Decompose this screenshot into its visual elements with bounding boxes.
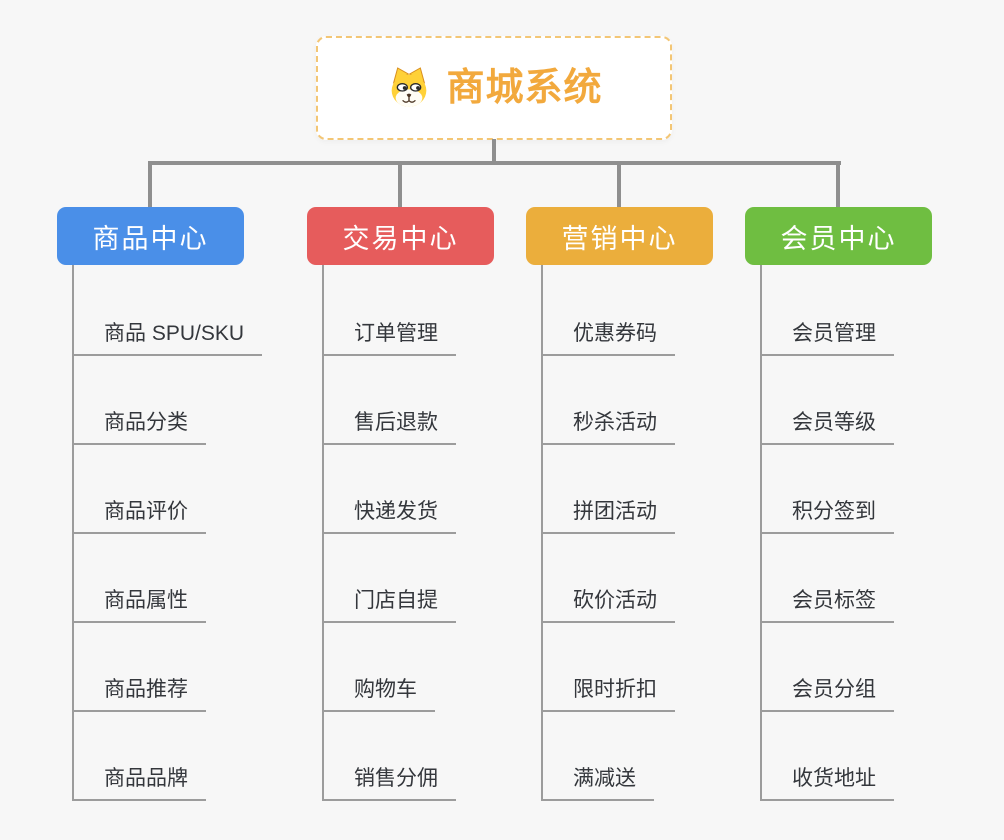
topic-product-category[interactable]: 商品分类 <box>72 409 206 445</box>
connector-drop-branch-marketing <box>617 165 621 207</box>
connector-drop-branch-products <box>148 165 152 207</box>
topic-shopping-cart[interactable]: 购物车 <box>322 676 435 712</box>
topic-points-checkin[interactable]: 积分签到 <box>760 498 894 534</box>
branch-column-marketing: 营销中心 优惠券码 秒杀活动 拼团活动 砍价活动 限时折扣 满减送 <box>526 207 766 827</box>
topic-sales-commission[interactable]: 销售分佣 <box>322 765 456 801</box>
branch-column-products: 商品中心 商品 SPU/SKU 商品分类 商品评价 商品属性 商品推荐 商品品牌 <box>57 207 297 827</box>
connector-horizontal <box>148 161 841 165</box>
branch-node-marketing[interactable]: 营销中心 <box>526 207 713 265</box>
connector-root-drop <box>492 139 496 165</box>
branch-column-trade: 交易中心 订单管理 售后退款 快递发货 门店自提 购物车 销售分佣 <box>307 207 547 827</box>
topic-bargain-activity[interactable]: 砍价活动 <box>541 587 675 623</box>
connector-drop-branch-members <box>836 165 840 207</box>
topic-flash-sale[interactable]: 秒杀活动 <box>541 409 675 445</box>
topic-full-reduction[interactable]: 满减送 <box>541 765 654 801</box>
topic-product-attribute[interactable]: 商品属性 <box>72 587 206 623</box>
topic-product-recommend[interactable]: 商品推荐 <box>72 676 206 712</box>
topic-store-pickup[interactable]: 门店自提 <box>322 587 456 623</box>
topic-product-brand[interactable]: 商品品牌 <box>72 765 206 801</box>
topic-member-level[interactable]: 会员等级 <box>760 409 894 445</box>
dog-face-icon <box>392 67 427 107</box>
topic-product-review[interactable]: 商品评价 <box>72 498 206 534</box>
topic-group-buy[interactable]: 拼团活动 <box>541 498 675 534</box>
root-node[interactable]: 商城系统 <box>316 36 672 140</box>
connector-drop-branch-trade <box>398 165 402 207</box>
branch-node-products[interactable]: 商品中心 <box>57 207 244 265</box>
topic-member-groups[interactable]: 会员分组 <box>760 676 894 712</box>
branch-node-trade[interactable]: 交易中心 <box>307 207 494 265</box>
topic-product-spu-sku[interactable]: 商品 SPU/SKU <box>72 320 263 356</box>
topic-coupon-code[interactable]: 优惠券码 <box>541 320 675 356</box>
topic-order-management[interactable]: 订单管理 <box>322 320 456 356</box>
root-title: 商城系统 <box>446 67 603 109</box>
topic-limited-time-discount[interactable]: 限时折扣 <box>541 676 675 712</box>
topic-member-tags[interactable]: 会员标签 <box>760 587 894 623</box>
branch-node-members[interactable]: 会员中心 <box>745 207 932 265</box>
topic-after-sale-refund[interactable]: 售后退款 <box>322 409 456 445</box>
branch-column-members: 会员中心 会员管理 会员等级 积分签到 会员标签 会员分组 收货地址 <box>745 207 985 827</box>
topic-member-management[interactable]: 会员管理 <box>760 320 894 356</box>
topic-shipping-address[interactable]: 收货地址 <box>760 765 894 801</box>
topic-express-delivery[interactable]: 快递发货 <box>322 498 456 534</box>
